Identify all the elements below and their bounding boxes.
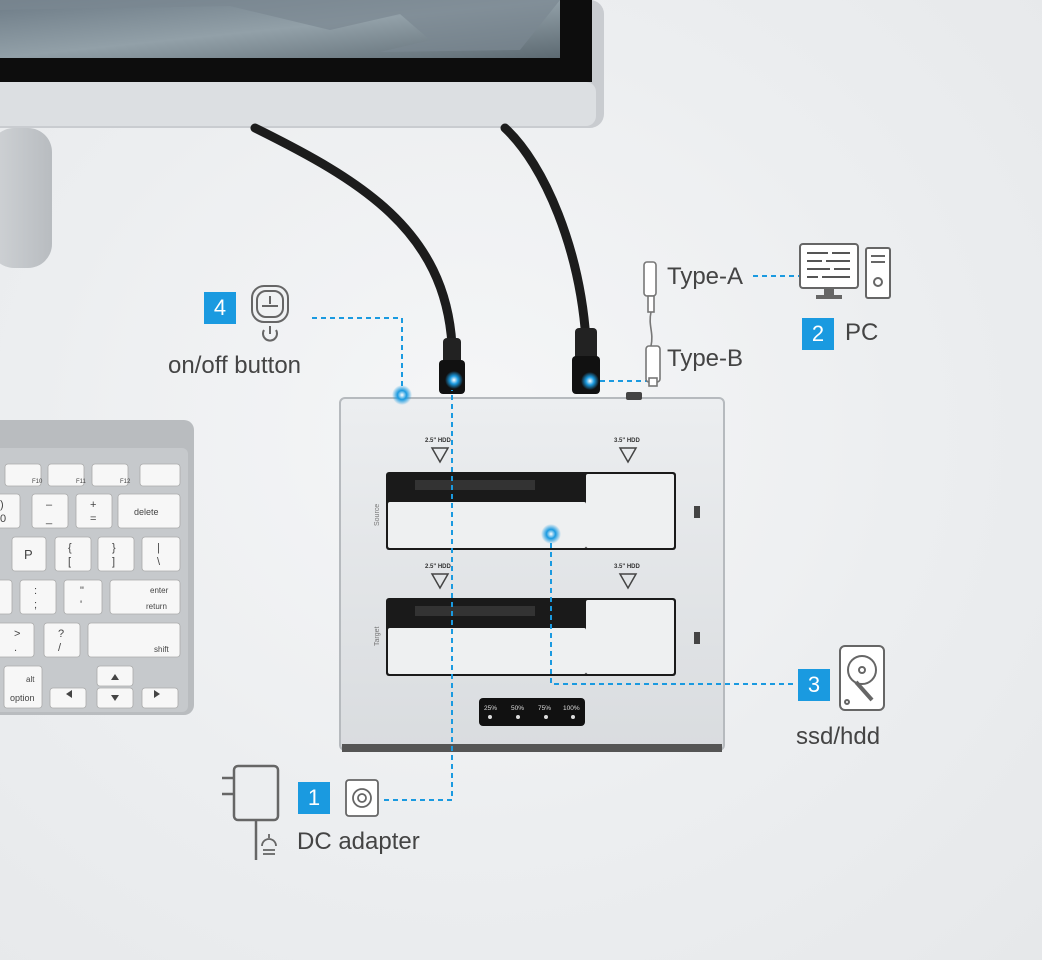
key-plus: + (90, 499, 96, 511)
top-2-5-label: 2.5" HDD (425, 438, 452, 444)
dc-point (445, 371, 463, 389)
power-button-icon (252, 286, 288, 341)
key-paren: ) (0, 499, 4, 511)
cables (255, 128, 600, 394)
target-label: Target (374, 626, 381, 646)
key-f12: F12 (120, 479, 131, 485)
callout-4-badge: 4 (204, 292, 236, 324)
dc-jack-icon (346, 780, 378, 816)
key-pipe: | (157, 542, 160, 554)
dc-adapter-label: DC adapter (297, 828, 420, 856)
key-f10: F10 (32, 479, 43, 485)
key-p: P (24, 547, 33, 562)
power-point (392, 385, 412, 405)
key-period: . (14, 642, 17, 654)
bottom-2-5-label: 2.5" HDD (425, 564, 452, 570)
led-100: 100% (563, 705, 580, 712)
usb-cable-icon (644, 262, 660, 386)
source-label: Source (374, 504, 381, 526)
pc-label: PC (845, 319, 878, 347)
key-quote: " (80, 585, 84, 597)
top-3-5-label: 3.5" HDD (614, 438, 641, 444)
key-alt: alt (26, 675, 35, 684)
hard-drive-icon (840, 646, 884, 710)
key-underscore: _ (45, 513, 53, 525)
led-25: 25% (484, 705, 497, 712)
keyboard: F10 F11 F12 ) 0 – _ + = delete P { [ } ]… (0, 420, 194, 715)
drive-point (541, 524, 561, 544)
ssd-hdd-label: ssd/hdd (796, 723, 880, 751)
dock: Source 2.5" HDD 3.5" HDD Target 2.5" HDD… (340, 392, 724, 752)
key-f11: F11 (76, 479, 87, 485)
power-adapter-icon (222, 766, 278, 860)
key-brace-l: { (68, 542, 72, 554)
led-75: 75% (538, 705, 551, 712)
callout-1-badge: 1 (298, 782, 330, 814)
key-question: ? (58, 628, 64, 640)
key-dash: – (46, 499, 53, 511)
type-a-label: Type-A (667, 263, 743, 291)
type-b-label: Type-B (667, 345, 743, 373)
key-return: return (146, 602, 167, 611)
key-brace-r: } (112, 542, 116, 554)
key-gt: > (14, 628, 20, 640)
callout-3-badge: 3 (798, 669, 830, 701)
key-bracket-l: [ (68, 556, 71, 568)
key-bracket-r: ] (112, 556, 115, 568)
key-enter: enter (150, 586, 169, 595)
key-colon: : (34, 585, 37, 597)
key-equals: = (90, 513, 96, 525)
key-delete: delete (134, 507, 159, 517)
key-apostrophe: ' (80, 599, 82, 611)
pc-icon (800, 244, 890, 299)
key-zero: 0 (0, 513, 6, 525)
bottom-3-5-label: 3.5" HDD (614, 564, 641, 570)
key-option: option (10, 693, 35, 703)
key-shift: shift (154, 645, 169, 654)
power-button-label: on/off button (168, 352, 301, 380)
callout-2-badge: 2 (802, 318, 834, 350)
key-semicolon: ; (34, 599, 37, 611)
led-50: 50% (511, 705, 524, 712)
usb-point (581, 372, 599, 390)
